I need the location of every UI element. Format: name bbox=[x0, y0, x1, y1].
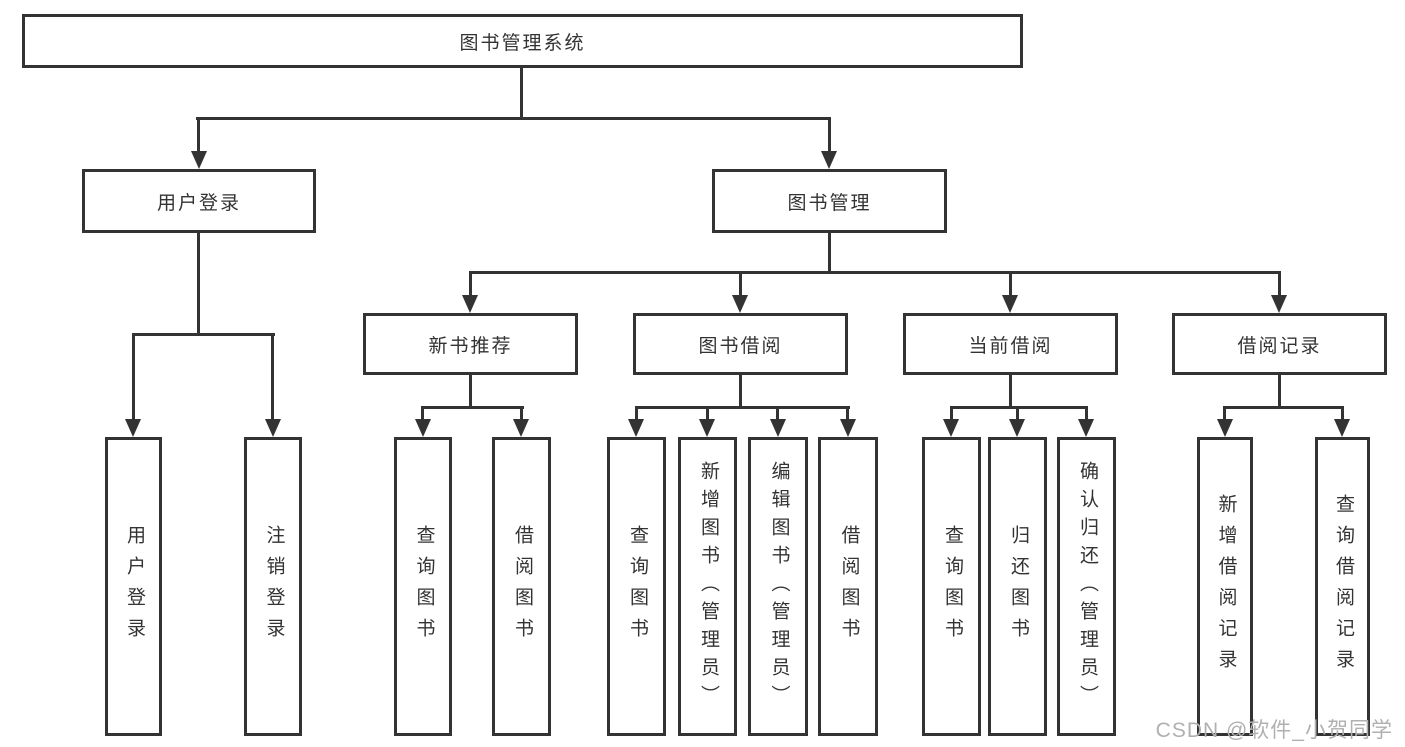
connector bbox=[776, 406, 779, 421]
leaf-add-books-admin-label: 新增图书（管理员） bbox=[697, 460, 719, 713]
node-current-borrowing-label: 当前借阅 bbox=[968, 335, 1053, 357]
connector bbox=[520, 406, 523, 421]
connector bbox=[635, 406, 850, 409]
leaf-return-books: 归还图书 bbox=[988, 437, 1047, 736]
connector bbox=[132, 333, 275, 336]
connector bbox=[1278, 375, 1281, 408]
leaf-query-borrow-record-label: 查询借阅记录 bbox=[1332, 493, 1354, 680]
leaf-recommend-query-books-label: 查询图书 bbox=[413, 524, 435, 649]
connector bbox=[846, 406, 849, 421]
arrowhead-icon bbox=[462, 295, 478, 313]
node-user-login-label: 用户登录 bbox=[156, 192, 241, 214]
leaf-return-books-label: 归还图书 bbox=[1007, 524, 1029, 649]
leaf-current-query-books: 查询图书 bbox=[922, 437, 981, 736]
connector bbox=[197, 233, 200, 335]
connector bbox=[828, 117, 831, 153]
arrowhead-icon bbox=[770, 419, 786, 437]
arrowhead-icon bbox=[1009, 419, 1025, 437]
connector bbox=[421, 406, 524, 409]
connector bbox=[469, 271, 472, 297]
connector bbox=[1341, 406, 1344, 421]
connector bbox=[1009, 271, 1012, 297]
leaf-recommend-borrow-books: 借阅图书 bbox=[492, 437, 551, 736]
leaf-confirm-return-admin-label: 确认归还（管理员） bbox=[1076, 460, 1098, 713]
connector bbox=[132, 333, 135, 421]
connector bbox=[1016, 406, 1019, 421]
leaf-edit-books-admin-label: 编辑图书（管理员） bbox=[768, 460, 790, 713]
leaf-borrowing-query-books: 查询图书 bbox=[607, 437, 666, 736]
leaf-current-query-books-label: 查询图书 bbox=[941, 524, 963, 649]
connector bbox=[1223, 406, 1226, 421]
connector bbox=[421, 406, 424, 421]
node-book-borrowing: 图书借阅 bbox=[633, 313, 848, 375]
connector bbox=[520, 66, 523, 119]
connector bbox=[706, 406, 709, 421]
node-root: 图书管理系统 bbox=[22, 14, 1023, 68]
leaf-recommend-query-books: 查询图书 bbox=[394, 437, 452, 736]
arrowhead-icon bbox=[1078, 419, 1094, 437]
node-book-management-label: 图书管理 bbox=[787, 192, 872, 214]
arrowhead-icon bbox=[1217, 419, 1233, 437]
node-book-management: 图书管理 bbox=[712, 169, 947, 233]
connector bbox=[469, 271, 1281, 274]
node-user-login: 用户登录 bbox=[82, 169, 316, 233]
arrowhead-icon bbox=[1271, 295, 1287, 313]
connector bbox=[950, 406, 953, 421]
leaf-recommend-borrow-books-label: 借阅图书 bbox=[511, 524, 533, 649]
node-book-borrowing-label: 图书借阅 bbox=[698, 335, 783, 357]
leaf-user-login: 用户登录 bbox=[105, 437, 162, 736]
connector bbox=[1009, 375, 1012, 408]
arrowhead-icon bbox=[732, 295, 748, 313]
leaf-logout: 注销登录 bbox=[244, 437, 302, 736]
connector bbox=[197, 117, 200, 153]
connector bbox=[196, 117, 831, 120]
connector bbox=[739, 271, 742, 297]
connector bbox=[469, 375, 472, 408]
leaf-borrowing-borrow-books-label: 借阅图书 bbox=[838, 524, 860, 649]
leaf-borrowing-borrow-books: 借阅图书 bbox=[818, 437, 878, 736]
arrowhead-icon bbox=[513, 419, 529, 437]
connector bbox=[739, 375, 742, 408]
arrowhead-icon bbox=[191, 151, 207, 169]
leaf-add-borrow-record: 新增借阅记录 bbox=[1197, 437, 1253, 736]
node-new-book-recommend-label: 新书推荐 bbox=[428, 335, 513, 357]
arrowhead-icon bbox=[265, 419, 281, 437]
arrowhead-icon bbox=[125, 419, 141, 437]
arrowhead-icon bbox=[1002, 295, 1018, 313]
node-root-label: 图书管理系统 bbox=[459, 32, 586, 54]
connector bbox=[1223, 406, 1344, 409]
connector bbox=[1278, 271, 1281, 297]
arrowhead-icon bbox=[1334, 419, 1350, 437]
watermark-text: CSDN @软件_小贺同学 bbox=[1155, 719, 1393, 742]
node-current-borrowing: 当前借阅 bbox=[903, 313, 1118, 375]
arrowhead-icon bbox=[628, 419, 644, 437]
arrowhead-icon bbox=[415, 419, 431, 437]
leaf-edit-books-admin: 编辑图书（管理员） bbox=[748, 437, 808, 736]
leaf-user-login-label: 用户登录 bbox=[123, 524, 145, 649]
connector bbox=[271, 333, 274, 421]
arrowhead-icon bbox=[699, 419, 715, 437]
leaf-borrowing-query-books-label: 查询图书 bbox=[626, 524, 648, 649]
arrowhead-icon bbox=[821, 151, 837, 169]
leaf-logout-label: 注销登录 bbox=[263, 524, 285, 649]
arrowhead-icon bbox=[840, 419, 856, 437]
leaf-add-borrow-record-label: 新增借阅记录 bbox=[1215, 493, 1237, 680]
leaf-add-books-admin: 新增图书（管理员） bbox=[678, 437, 737, 736]
arrowhead-icon bbox=[943, 419, 959, 437]
node-borrowing-records-label: 借阅记录 bbox=[1237, 335, 1322, 357]
connector bbox=[828, 233, 831, 274]
connector bbox=[1085, 406, 1088, 421]
node-new-book-recommend: 新书推荐 bbox=[363, 313, 578, 375]
leaf-query-borrow-record: 查询借阅记录 bbox=[1315, 437, 1370, 736]
node-borrowing-records: 借阅记录 bbox=[1172, 313, 1387, 375]
leaf-confirm-return-admin: 确认归还（管理员） bbox=[1057, 437, 1116, 736]
connector bbox=[635, 406, 638, 421]
connector bbox=[950, 406, 1088, 409]
